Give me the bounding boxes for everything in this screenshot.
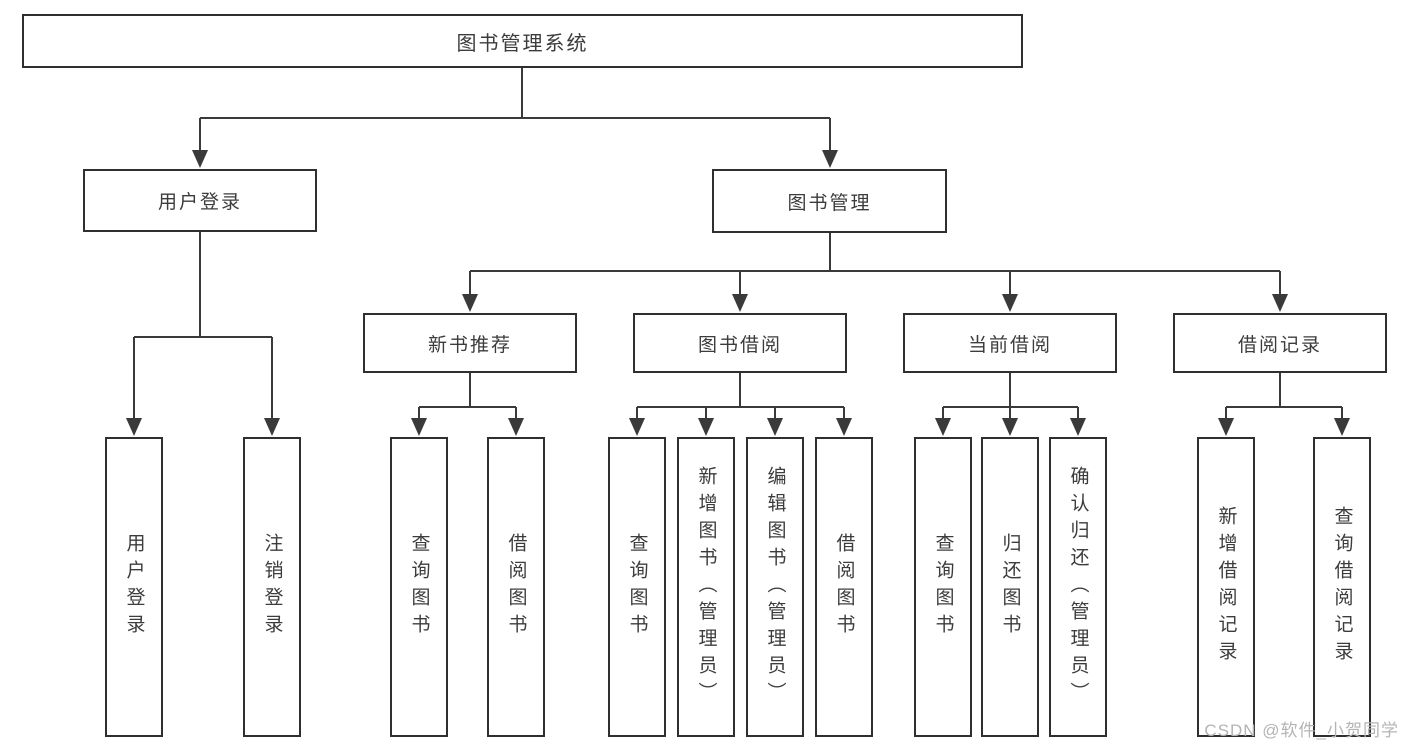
- leaf-user-login: 用户登录: [105, 437, 163, 737]
- leaf-recommend-borrow-books: 借阅图书: [487, 437, 545, 737]
- leaf-recommend-query-books: 查询图书: [390, 437, 448, 737]
- leaf-current-query-books: 查询图书: [914, 437, 972, 737]
- node-book-borrow: 图书借阅: [633, 313, 847, 373]
- leaf-borrow-query-books: 查询图书: [608, 437, 666, 737]
- leaf-current-return-books: 归还图书: [981, 437, 1039, 737]
- leaf-records-query-record: 查询借阅记录: [1313, 437, 1371, 737]
- node-book-management: 图书管理: [712, 169, 947, 233]
- node-library-management-system: 图书管理系统: [22, 14, 1023, 68]
- node-current-borrow: 当前借阅: [903, 313, 1117, 373]
- node-borrow-records: 借阅记录: [1173, 313, 1387, 373]
- leaf-current-confirm-return-admin: 确认归还（管理员）: [1049, 437, 1107, 737]
- leaf-borrow-borrow-books: 借阅图书: [815, 437, 873, 737]
- leaf-borrow-add-books-admin: 新增图书（管理员）: [677, 437, 735, 737]
- leaf-borrow-edit-books-admin: 编辑图书（管理员）: [746, 437, 804, 737]
- leaf-records-add-record: 新增借阅记录: [1197, 437, 1255, 737]
- csdn-watermark: CSDN @软件_小贺同学: [1204, 721, 1399, 740]
- leaf-logout: 注销登录: [243, 437, 301, 737]
- node-user-login: 用户登录: [83, 169, 317, 232]
- node-new-book-recommend: 新书推荐: [363, 313, 577, 373]
